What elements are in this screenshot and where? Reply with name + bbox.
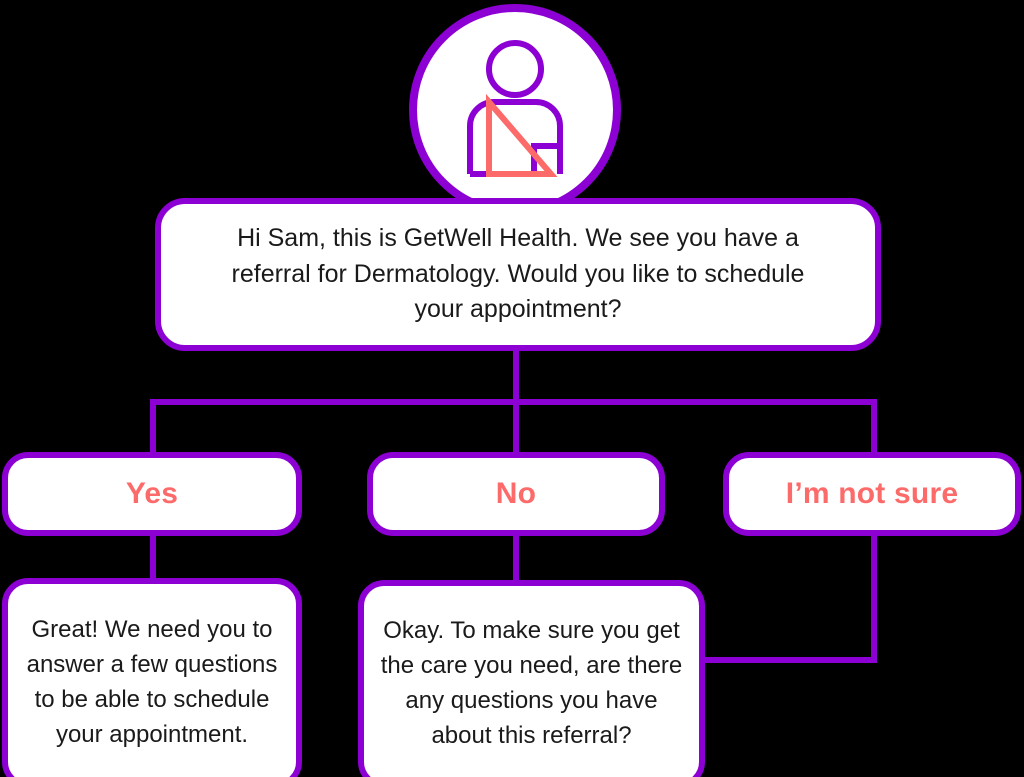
patient-with-arm-sling-icon (467, 40, 563, 177)
avatar (409, 4, 621, 216)
prompt-message-card: Hi Sam, this is GetWell Health. We see y… (155, 198, 881, 351)
outcome-card-no: Okay. To make sure you get the care you … (358, 580, 705, 777)
connector-not-sure-to-outcome (702, 533, 877, 663)
option-label-no: No (495, 477, 537, 510)
option-label-yes: Yes (125, 477, 179, 510)
avatar-sling-triangle (486, 93, 558, 177)
avatar-head (486, 40, 544, 98)
outcome-card-yes: Great! We need you to answer a few quest… (2, 578, 302, 777)
option-button-no[interactable]: No (367, 452, 665, 536)
avatar-torso (467, 99, 563, 174)
option-button-yes[interactable]: Yes (2, 452, 302, 536)
option-label-not-sure: I’m not sure (785, 477, 959, 510)
outcome-text-yes: Great! We need you to answer a few quest… (26, 616, 278, 748)
outcome-text-no: Okay. To make sure you get the care you … (380, 617, 683, 749)
option-button-not-sure[interactable]: I’m not sure (723, 452, 1021, 536)
avatar-notch (531, 143, 560, 174)
prompt-message-text: Hi Sam, this is GetWell Health. We see y… (231, 224, 805, 324)
